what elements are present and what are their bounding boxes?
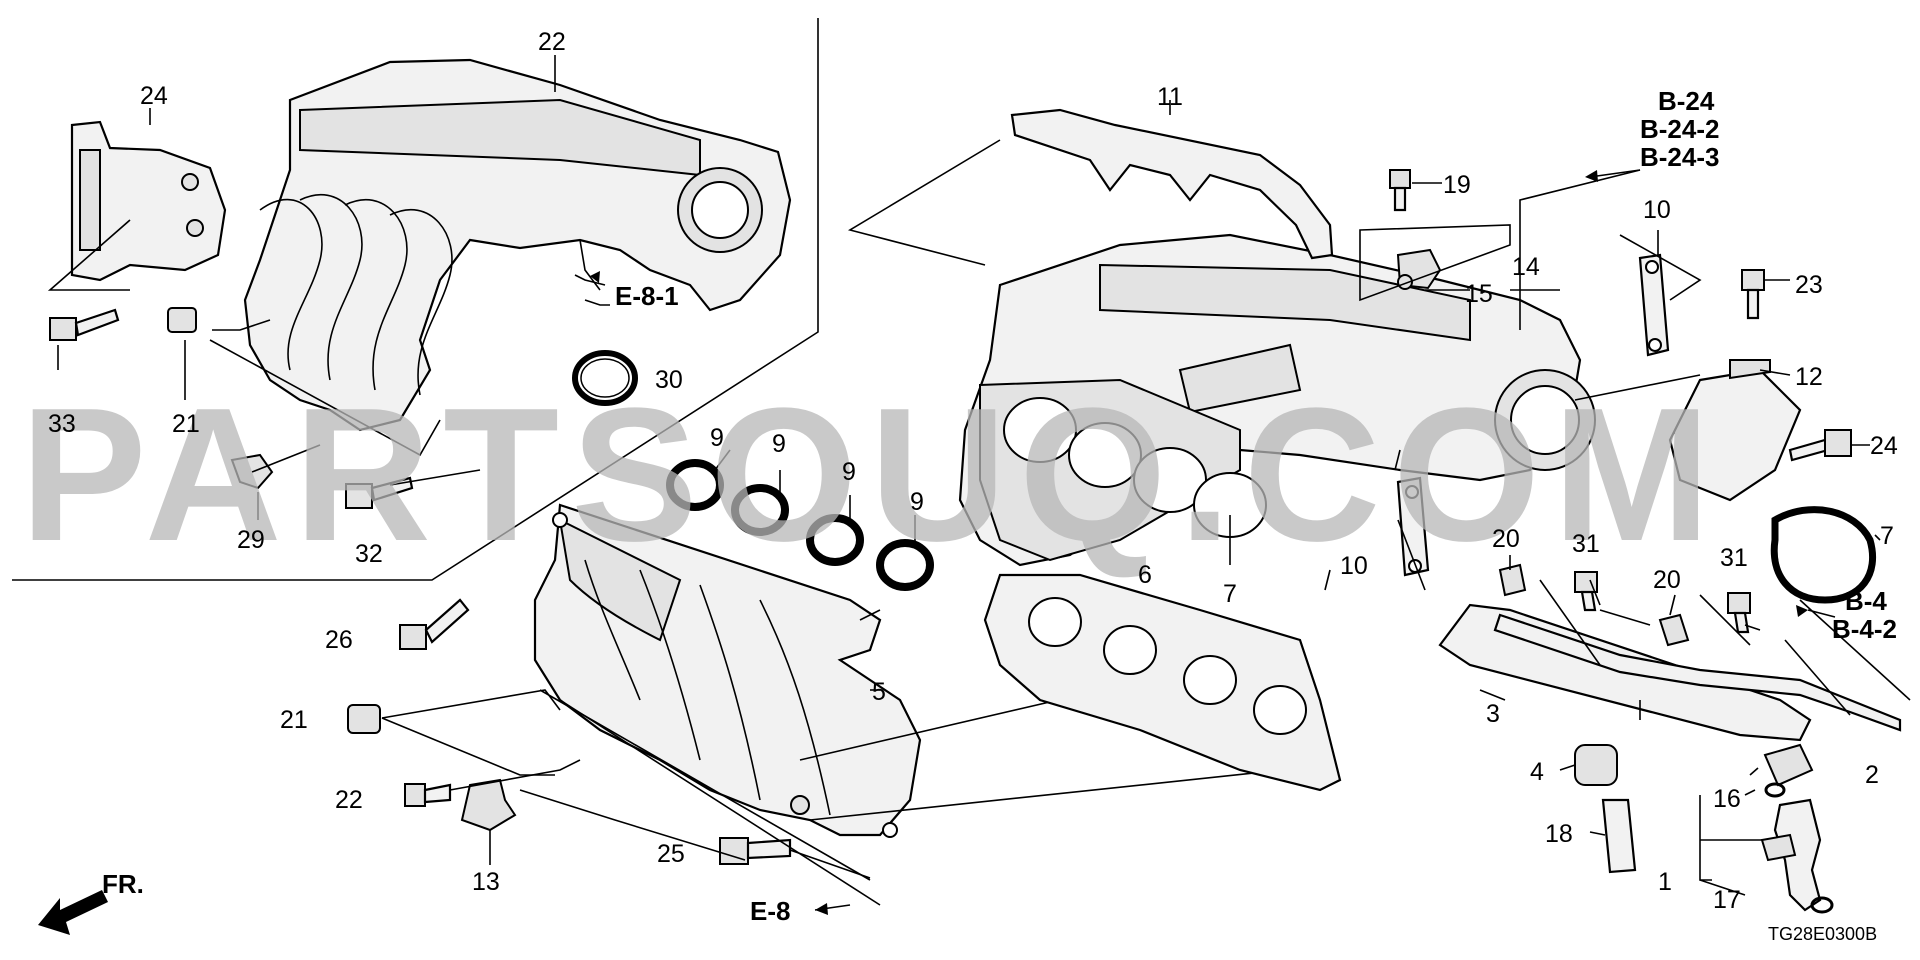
label-28: 22 [538,28,566,56]
diagram-code: TG28E0300B [1768,924,1877,944]
part-7-gasket [1770,506,1877,604]
ref-b-4-arrow [1796,605,1808,617]
label-25: 25 [657,840,685,868]
part-10-bracket-upper [1638,253,1670,357]
part-18-stud [1601,798,1637,874]
label-17: 17 [1713,886,1741,914]
label-16: 16 [1713,785,1741,813]
part-9-ring-3 [806,514,864,566]
label-24: 24 [1870,432,1898,460]
label-3: 3 [1486,700,1500,728]
part-20-nut-2 [1658,613,1690,647]
label-31-1: 31 [1572,530,1600,558]
label-9-2: 9 [772,430,786,458]
ref-b-24-3: B-24-3 [1640,142,1719,172]
part-31-bolt-1 [1574,571,1598,612]
ref-b-24-leader [1596,169,1641,177]
label-13: 13 [472,868,500,896]
part-29-gasket [572,350,638,406]
part-8-intake-manifold [958,233,1596,567]
label-2: 2 [1865,761,1879,789]
label-22: 22 [335,786,363,814]
label-21-lower: 21 [280,706,308,734]
part-16-o-ring [1764,782,1786,798]
part-33-bolt [49,308,120,341]
part-11-bracket [1010,108,1334,260]
label-29: 30 [655,366,683,394]
part-1-injector [1760,798,1822,912]
part-30-bracket [70,120,227,282]
part-4-insulator [1574,744,1618,786]
label-20-1: 20 [1492,525,1520,553]
watermark: PARTSOUQ.COM [20,369,1723,581]
label-21-upper: 21 [172,410,200,438]
part-19-bolt [1389,169,1411,212]
part-17-o-ring [1810,896,1834,914]
front-direction-arrow [38,890,108,935]
front-direction-label: FR. [102,869,144,899]
ref-e-8-1-arrow [590,271,600,283]
part-22-bolt [404,783,452,807]
part-9-ring-1 [666,459,724,511]
ref-b-4-2: B-4-2 [1832,614,1897,644]
label-6: 6 [1138,561,1152,589]
part-23-bolt [1741,269,1765,320]
label-31-2: 31 [1720,544,1748,572]
part-32-bolt [345,476,414,509]
ref-e-8-1: E-8-1 [615,281,679,311]
part-14-sensor-assembly [1396,248,1442,290]
part-21-nut-lower [347,704,381,734]
part-9-ring-4 [876,539,934,591]
ref-b-24: B-24 [1658,86,1715,116]
part-31-bolt-2 [1727,592,1751,634]
label-14: 14 [1512,253,1540,281]
ref-e-8-arrow [815,903,828,915]
part-28-intake-manifold-upper [243,58,792,432]
label-27: 29 [237,526,265,554]
label-10-lower: 10 [1340,552,1368,580]
part-12-bracket [1668,359,1802,502]
label-5: 5 [872,678,886,706]
ref-e-8-1-leader [574,274,606,286]
label-12: 12 [1795,363,1823,391]
ref-b-24-arrow [1585,170,1598,182]
part-24-bolt [1788,429,1852,462]
label-9-4: 9 [910,488,924,516]
inset-divider [12,18,819,581]
ref-b-24-2: B-24-2 [1640,114,1719,144]
label-8: 7 [1223,580,1237,608]
ref-b-4: B-4 [1845,586,1887,616]
label-26: 26 [325,626,353,654]
part-2-clip [1763,743,1814,787]
label-18: 18 [1545,820,1573,848]
label-33: 33 [48,410,76,438]
label-11: 11 [1157,83,1183,111]
label-30: 24 [140,82,168,110]
label-10-upper: 10 [1643,196,1671,224]
part-13-bracket [460,778,517,832]
part-3-fuel-rail [1438,603,1902,742]
label-15: 15 [1465,280,1493,308]
part-26-bolt [399,598,470,650]
part-6-gasket [983,573,1342,792]
label-1: 1 [1658,868,1672,896]
label-9-3: 9 [842,458,856,486]
label-23: 23 [1795,271,1823,299]
part-20-nut-1 [1498,563,1527,597]
part-25-bolt [719,837,792,865]
label-32: 32 [355,540,383,568]
label-7: 7 [1880,522,1894,550]
label-19: 19 [1443,171,1471,199]
part-9-ring-2 [731,484,789,536]
ref-b-4-leader [1807,609,1836,618]
part-10-bracket-lower [1396,476,1430,577]
part-21-nut [167,307,197,333]
label-20-2: 20 [1653,566,1681,594]
ref-e-8: E-8 [750,896,790,926]
label-9-1: 9 [710,424,724,452]
part-5-intake-manifold-lower [533,503,922,838]
label-4: 4 [1530,758,1544,786]
